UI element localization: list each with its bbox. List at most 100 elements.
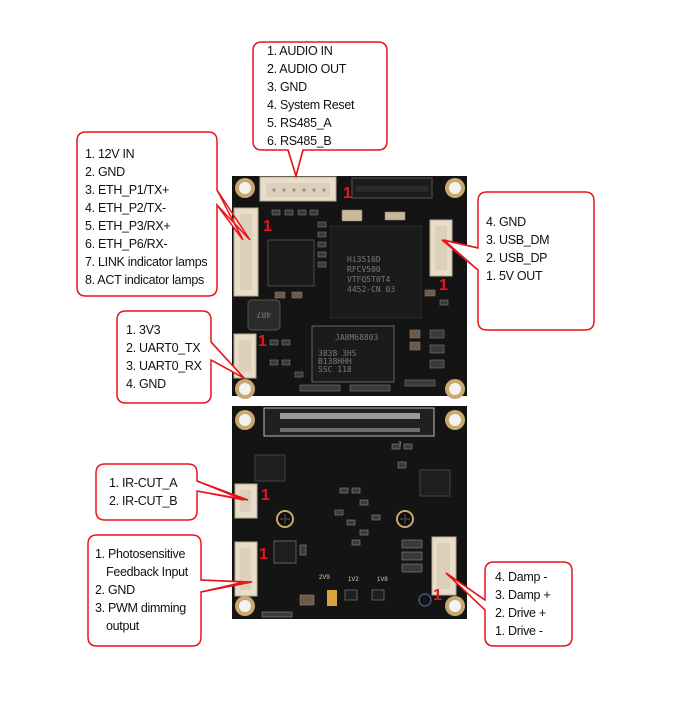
mount-hole [235,596,255,616]
pin-label: 6. RS485_B [267,134,332,148]
mount-hole [445,379,465,399]
pin-label: 3. Damp + [495,588,551,602]
pin-label-continuation: Feedback Input [106,565,188,579]
silkscreen-label: 1V8 [377,577,388,583]
callout-top-connector: 1. AUDIO IN 2. AUDIO OUT 3. GND 4. Syste… [267,42,355,150]
tantalum-capacitor [327,590,337,606]
pin-label: 1. 5V OUT [486,269,543,283]
pin-label: 4. GND [126,377,166,391]
driver-ic [254,454,286,482]
pin-label: 5. ETH_P3/RX+ [85,219,171,233]
pin-label: 7. LINK indicator lamps [85,255,208,269]
pin1-marker: 1 [259,546,268,563]
silkscreen-label: 1V2 [348,577,359,583]
soc-marking-line: 4452-CN 03 [347,285,395,294]
ethernet-phy-chip [267,239,315,287]
pin-label: 1. 12V IN [85,147,135,161]
pin-label: 1. 3V3 [126,323,161,337]
photosensitive-3pin-connector [234,541,258,597]
pin-label: 1. IR-CUT_A [109,476,178,490]
pin-label: 2. GND [85,165,125,179]
pin1-marker: 1 [343,185,352,202]
fpc-connector [351,177,433,199]
smd-components [261,443,423,618]
uart-4pin-connector [233,333,257,379]
pin-label: 3. GND [267,80,307,94]
callout-photosensitive: 1. Photosensitive Feedback Input 2. GND … [95,545,188,635]
smd-components [269,209,449,392]
pin-label: 1. Drive - [495,624,543,638]
sensor-fpc-connector [263,407,435,437]
mount-hole [235,178,255,198]
pin-label: 2. Drive + [495,606,546,620]
inductor-marking: 4R7 [256,310,271,319]
memory-marking-line: 3838 3HS [318,349,357,358]
pin-label-continuation: output [106,619,139,633]
callout-box-uart [116,310,245,404]
pin-label: 5. RS485_A [267,116,332,130]
pin-label: 3. UART0_RX [126,359,202,373]
callout-pointer-lines [196,149,486,611]
pin-label: 2. USB_DP [486,251,548,265]
ircut-2pin-connector [234,483,258,519]
soc-chip: Hi3516D RFCV500 VTFQ5T0T4 4452-CN 03 [330,225,422,319]
pointer-ircut [196,480,249,501]
callout-box-ircut [95,463,245,521]
pointer-damp-drive [445,572,486,611]
screw [396,510,414,528]
pin-label: 3. ETH_P1/TX+ [85,183,169,197]
sensor-board-pcb [232,406,467,619]
pin-label: 3. PWM dimming [95,601,186,615]
callout-ethernet: 1. 12V IN 2. GND 3. ETH_P1/TX+ 4. ETH_P2… [85,145,208,289]
pin-label: 4. ETH_P2/TX- [85,201,166,215]
callout-damp-drive: 4. Damp - 3. Damp + 2. Drive + 1. Drive … [495,568,551,640]
main-board: 1 1 Hi3516D RFCV500 VTFQ5T0T4 4452-CN 03… [232,176,467,399]
callout-box-usb [441,191,595,331]
pointer-photosensitive [200,579,253,593]
memory-chip: JA8M68803 3838 3HS B138HHH SSC 118 [311,325,395,383]
via-ring [418,593,432,607]
soc-marking-line: RFCV500 [347,265,381,274]
pin-label: 4. Damp - [495,570,548,584]
pin-label: 2. AUDIO OUT [267,62,347,76]
soc-marking-line: VTFQ5T0T4 [347,275,391,284]
pointer-usb [443,239,479,271]
driver-ic [419,469,451,497]
inductor: 4R7 [247,299,281,331]
callout-frames [76,41,595,647]
pin1-marker: 1 [261,487,270,504]
pointer-top [287,149,304,179]
mount-hole [445,178,465,198]
soc-marking-line: Hi3516D [347,255,381,264]
pin-label: 1. Photosensitive [95,547,186,561]
callout-uart: 1. 3V3 2. UART0_TX 3. UART0_RX 4. GND [126,321,202,393]
callout-box-damp-drive [445,561,573,647]
damp-drive-4pin-connector [431,536,457,596]
pin1-marker: 1 [439,277,448,294]
pin-label: 8. ACT indicator lamps [85,273,204,287]
memory-marking-line: B138HHH [318,357,352,366]
pin-label: 3. USB_DM [486,233,550,247]
memory-marking-line: JA8M68803 [335,333,379,342]
pin1-marker: 1 [258,333,267,350]
pin-label: 4. GND [486,215,526,229]
mount-hole [235,410,255,430]
memory-marking-line: SSC 118 [318,365,352,374]
pin-label: 2. UART0_TX [126,341,201,355]
pin-label: 6. ETH_P6/RX- [85,237,168,251]
pin1-marker: 1 [433,587,442,604]
top-6pin-connector [259,176,337,202]
mount-hole [235,379,255,399]
silkscreen-label: 2V9 [319,575,330,581]
crystal [341,209,363,222]
screw [276,510,294,528]
crystal [384,211,406,221]
sensor-board: 2 1 1 1 2V9 1V2 1V8 [232,406,467,619]
usb-4pin-connector [429,219,453,277]
pin-label: 4. System Reset [267,98,355,112]
pointer-ethernet [216,189,251,241]
pointer-uart [210,341,245,379]
pin-label: 1. AUDIO IN [267,44,333,58]
